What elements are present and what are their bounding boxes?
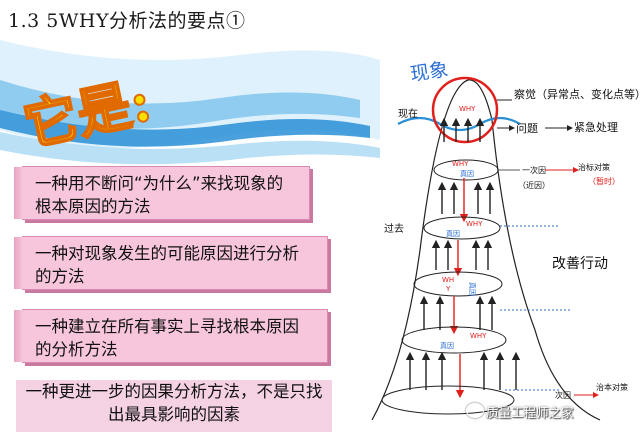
problem-label: 问题 bbox=[516, 122, 538, 135]
cause-2: 真因 bbox=[446, 229, 460, 238]
why-2: WHY bbox=[466, 220, 483, 228]
why-3a: WH bbox=[442, 276, 454, 284]
level-5-ellipse bbox=[381, 385, 515, 415]
cause-1: 真因 bbox=[460, 169, 474, 178]
point-3: 一种建立在所有事实上寻找根本原因的分析方法 bbox=[14, 309, 328, 363]
level-3-ellipse bbox=[413, 271, 503, 297]
now-label: 现在 bbox=[398, 108, 418, 120]
cause-4: 真因 bbox=[440, 341, 454, 350]
root-fix-label: 治本对策 bbox=[596, 382, 628, 392]
first-cause-label: 一次因 bbox=[522, 165, 546, 175]
wechat-icon bbox=[466, 403, 484, 418]
why-4: WHY bbox=[470, 332, 487, 340]
last-cause-label: 次因 bbox=[555, 390, 571, 400]
why-3b: Y bbox=[445, 285, 451, 293]
point-2: 一种对现象发生的可能原因进行分析的方法 bbox=[14, 236, 328, 290]
phenomenon-circle bbox=[431, 76, 499, 144]
emergency-label: 紧急处理 bbox=[574, 120, 618, 134]
improve-label: 改善行动 bbox=[552, 256, 608, 272]
temporary-label: （暂时） bbox=[588, 176, 620, 186]
surface-wave bbox=[397, 116, 521, 132]
past-label: 过去 bbox=[384, 222, 404, 235]
awareness-label: 察觉（异常点、变化点等） bbox=[514, 87, 640, 101]
why-1: WHY bbox=[452, 160, 469, 168]
near-cause-label: （近因） bbox=[518, 180, 550, 190]
level-2-ellipse bbox=[423, 216, 501, 240]
mountain-outline bbox=[371, 79, 601, 421]
point-1: 一种用不断问“为什么”来找现象的根本原因的方法 bbox=[14, 166, 310, 220]
cause-3: 真因 bbox=[468, 282, 477, 296]
point-4: 一种更进一步的因果分析方法，不是只找出最具影响的因素 bbox=[16, 380, 332, 432]
phenomenon-label: 现象 bbox=[409, 59, 450, 86]
watermark: 质量工程师之家 bbox=[486, 405, 574, 420]
page-title: 1.3 5WHY分析法的要点① bbox=[8, 10, 246, 32]
improve-line: 改善行动 bbox=[552, 256, 608, 272]
level-4-ellipse bbox=[401, 326, 507, 354]
symptom-fix-label: 治标对策 bbox=[578, 162, 610, 172]
why-top: WHY bbox=[459, 105, 476, 113]
